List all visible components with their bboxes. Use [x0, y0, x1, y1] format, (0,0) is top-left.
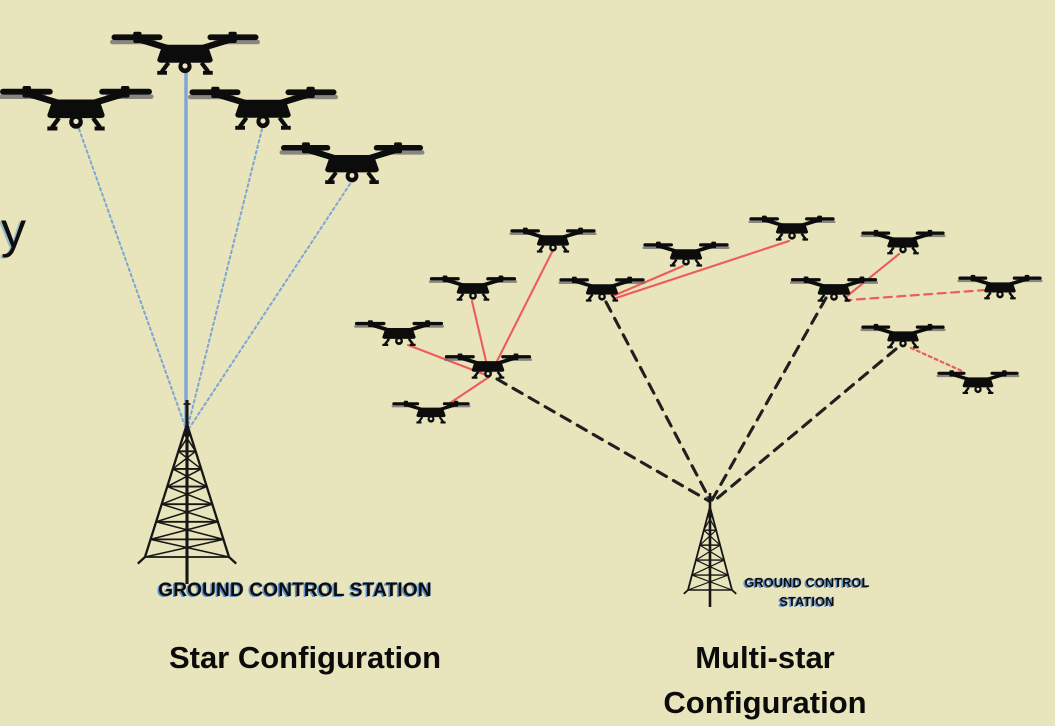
star-uplink-line [187, 128, 263, 427]
backbone-link-line [710, 296, 828, 502]
tower-strut [177, 450, 202, 470]
backbone-link-line [495, 377, 711, 503]
drone-icon [280, 142, 425, 182]
tower-strut [691, 574, 733, 591]
tower-strut [695, 544, 721, 561]
cluster-link-line [489, 250, 554, 375]
tower-strut [703, 529, 721, 546]
tower-strut [150, 538, 230, 558]
tower-strut [683, 589, 689, 595]
tower-strut [137, 556, 146, 565]
star-uplink-line [189, 183, 351, 428]
drone-icon [790, 274, 878, 303]
star-uplink-line [78, 128, 186, 427]
cluster-link-line [909, 346, 964, 373]
backbone-link-line [712, 347, 898, 503]
tower-strut [144, 538, 224, 558]
star-radio-tower-icon [137, 400, 237, 584]
tower-strut [172, 468, 208, 488]
backbone-link-line [604, 300, 712, 502]
tower-strut [161, 503, 219, 523]
tower-strut [155, 503, 213, 523]
tower-strut [161, 485, 208, 505]
tower-strut [150, 521, 219, 541]
multistar-caption-line1: Multi-star [695, 640, 835, 675]
star-uplink-lines [78, 65, 351, 429]
multistar-station-label-line2: STATION [779, 595, 835, 609]
tower-strut [731, 589, 737, 595]
tower-strut [709, 506, 733, 591]
multistar-drone-group [354, 213, 1043, 425]
drone-icon [642, 239, 730, 268]
tower-strut [699, 544, 725, 561]
tower-strut [687, 506, 711, 591]
drone-icon [957, 273, 1043, 301]
drone-icon [354, 318, 444, 347]
drone-icon [188, 87, 338, 128]
drone-icon [860, 322, 946, 350]
tower-strut [228, 556, 237, 565]
multistar-radio-tower-icon [683, 493, 737, 607]
multistar-caption-line2: Configuration [663, 685, 867, 720]
tower-strut [172, 450, 197, 470]
tower-strut [166, 485, 213, 505]
tower-strut [687, 574, 729, 591]
star-drone-group [0, 32, 425, 183]
tower-strut [183, 433, 197, 452]
star-caption: Star Configuration [168, 640, 442, 675]
drone-icon [0, 86, 154, 129]
drone-icon [860, 228, 946, 256]
star-station-label: GROUND CONTROL STATION [158, 580, 432, 601]
drone-icon [391, 399, 471, 425]
drone-icon [444, 351, 532, 380]
drone-icon [748, 213, 836, 242]
tower-strut [166, 468, 202, 488]
tower-strut [155, 521, 224, 541]
cluster-link-line [611, 264, 685, 298]
tower-strut [695, 559, 729, 576]
multistar-station-label-line1: GROUND CONTROL [744, 576, 870, 590]
drone-icon [509, 225, 597, 254]
cluster-link-line [448, 375, 491, 405]
tower-strut [703, 514, 713, 531]
cluster-link-line [847, 288, 988, 302]
tower-strut [143, 423, 189, 558]
drone-icon [936, 368, 1020, 395]
drone-icon [110, 32, 260, 73]
clipped-edge-text: y [1, 202, 26, 258]
tower-strut [177, 433, 191, 452]
tower-strut [699, 529, 717, 546]
tower-strut [707, 514, 717, 531]
tower-strut [185, 423, 231, 558]
drone-icon [429, 273, 517, 302]
cluster-link-line [614, 239, 791, 300]
multistar-backbone-lines [495, 296, 898, 503]
tower-strut [691, 559, 725, 576]
cluster-link-line [844, 252, 901, 299]
